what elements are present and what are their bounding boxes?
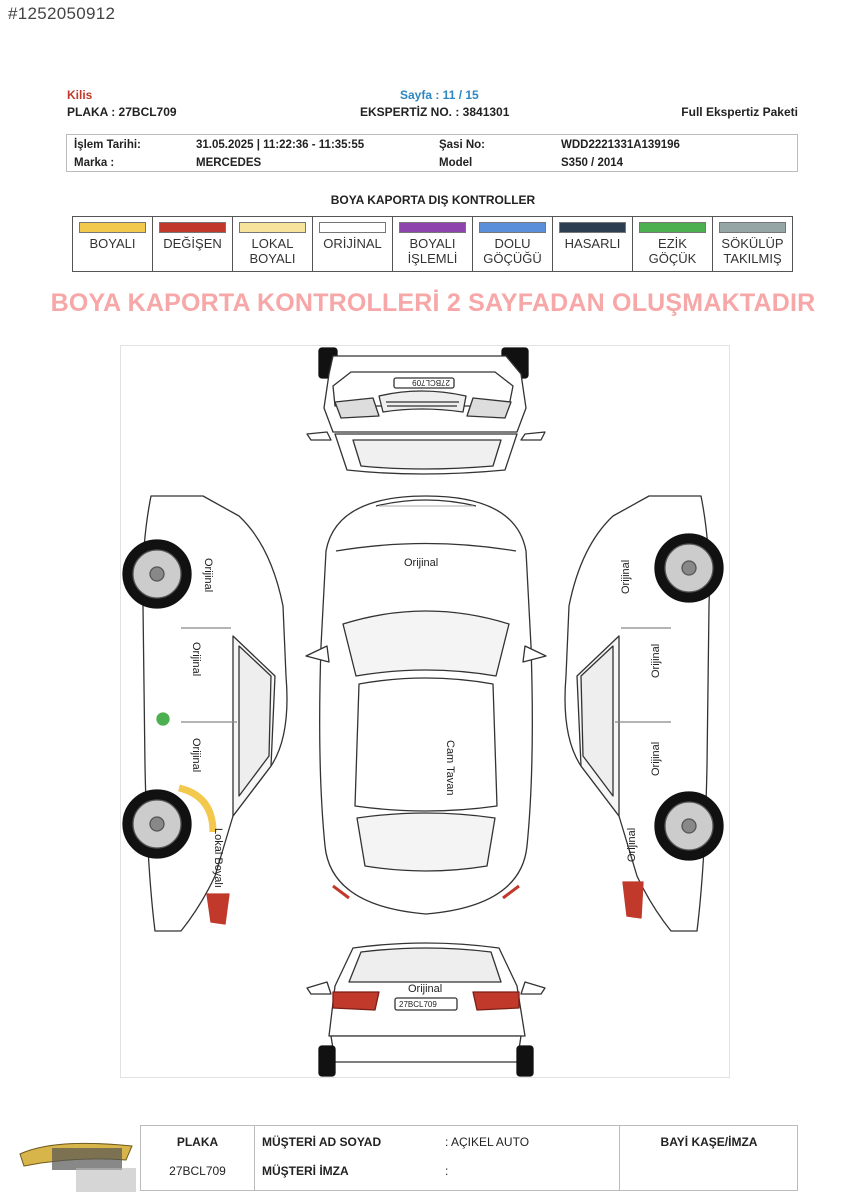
package-name: Full Ekspertiz Paketi: [681, 105, 798, 119]
section-title: BOYA KAPORTA DIŞ KONTROLLER: [330, 193, 536, 207]
listing-id: #1252050912: [8, 4, 116, 23]
front-plate-text: 27BCL709: [412, 378, 450, 387]
footer-plate-header: PLAKA: [176, 1135, 219, 1149]
legend-swatch: [639, 222, 706, 233]
legend-swatch: [399, 222, 466, 233]
right-rear-door-status: Orijinal: [650, 742, 662, 776]
brand-value: MERCEDES: [196, 157, 262, 169]
dent-marker: [156, 712, 170, 726]
legend-item-hasarli: HASARLI: [553, 217, 633, 271]
customer-signature-value: :: [445, 1164, 449, 1178]
signature-table: PLAKA 27BCL709 MÜŞTERİ AD SOYAD : AÇIKEL…: [140, 1125, 798, 1191]
legend-swatch: [79, 222, 146, 233]
legend-label: DOLU GÖÇÜĞÜ: [483, 236, 542, 266]
roof-status: Cam Tavan: [444, 740, 456, 795]
legend-label: EZİK GÖÇÜK: [648, 236, 697, 266]
legend-label: BOYALI İŞLEMLİ: [407, 236, 458, 266]
legend-item-dolu-gocugu: DOLU GÖÇÜĞÜ: [473, 217, 553, 271]
car-right-side-view: Orijinal Orijinal Orijinal Orijinal: [564, 495, 724, 932]
chassis-label: Şasi No:: [439, 139, 486, 151]
customer-signature-label: MÜŞTERİ İMZA: [262, 1164, 349, 1178]
legend-swatch: [479, 222, 546, 233]
car-diagram-svg: 27BCL709 Orijinal Cam Tavan: [122, 347, 724, 1077]
legend-swatch: [559, 222, 626, 233]
legend-item-lokal-boyali: LOKAL BOYALI: [233, 217, 313, 271]
legend-item-sokulup-takilmis: SÖKÜLÜP TAKILMIŞ: [713, 217, 792, 271]
legend-label: HASARLI: [564, 236, 621, 251]
color-legend: BOYALI DEĞİŞEN LOKAL BOYALI ORİJİNAL BOY…: [72, 216, 793, 272]
vehicle-info-box: İşlem Tarihi: 31.05.2025 | 11:22:36 - 11…: [66, 134, 798, 172]
footer-plate-value: 27BCL709: [169, 1164, 226, 1178]
car-top-view: Orijinal Cam Tavan: [305, 495, 547, 915]
legend-item-degisen: DEĞİŞEN: [153, 217, 233, 271]
brand-label: Marka :: [74, 157, 115, 169]
trunk-status: Orijinal: [408, 983, 442, 995]
left-front-fender-status: Orijinal: [202, 558, 214, 592]
legend-swatch: [719, 222, 786, 233]
left-front-door-status: Orijinal: [190, 642, 202, 676]
chassis-value: WDD2221331A139196: [561, 139, 680, 151]
page-number: Sayfa : 11 / 15: [400, 88, 479, 102]
legend-item-boyali-islemli: BOYALI İŞLEMLİ: [393, 217, 473, 271]
model-label: Model: [439, 157, 473, 169]
right-front-fender-status: Orijinal: [620, 560, 632, 594]
customer-name-value: : AÇIKEL AUTO: [445, 1135, 530, 1149]
model-value: S350 / 2014: [561, 157, 624, 169]
dealer-stamp-label: BAYİ KAŞE/İMZA: [660, 1135, 758, 1149]
rear-plate-text: 27BCL709: [399, 1000, 437, 1009]
legend-label: SÖKÜLÜP TAKILMIŞ: [721, 236, 784, 266]
legend-item-boyali: BOYALI: [73, 217, 153, 271]
plate-header: PLAKA : 27BCL709: [67, 105, 177, 119]
hood-status: Orijinal: [404, 557, 438, 569]
car-damage-diagram: 27BCL709 Orijinal Cam Tavan: [120, 345, 730, 1078]
legend-label: ORİJİNAL: [323, 236, 382, 251]
legend-item-orijinal: ORİJİNAL: [313, 217, 393, 271]
two-page-warning: BOYA KAPORTA KONTROLLERİ 2 SAYFADAN OLUŞ…: [50, 289, 816, 317]
date-label: İşlem Tarihi:: [74, 139, 141, 151]
legend-label: DEĞİŞEN: [163, 236, 222, 251]
legend-swatch: [319, 222, 386, 233]
legend-swatch: [159, 222, 226, 233]
expertise-number: EKSPERTİZ NO. : 3841301: [360, 105, 510, 119]
right-rear-fender-status: Orijinal: [626, 828, 638, 862]
car-rear-view: 27BCL709 Orijinal: [306, 942, 546, 1077]
left-rear-door-status: Orijinal: [190, 738, 202, 772]
left-rear-fender-status: Lokal Boyalı: [212, 828, 224, 888]
car-left-side-view: Orijinal Orijinal Orijinal Lokal Boyalı: [122, 495, 288, 932]
car-front-view: 27BCL709: [306, 347, 546, 475]
right-front-door-status: Orijinal: [650, 644, 662, 678]
dealer-logo-stamp: [14, 1108, 138, 1192]
customer-name-label: MÜŞTERİ AD SOYAD: [262, 1135, 382, 1149]
legend-label: BOYALI: [89, 236, 136, 251]
legend-label: LOKAL BOYALI: [249, 236, 296, 266]
date-value: 31.05.2025 | 11:22:36 - 11:35:55: [196, 139, 365, 151]
city-label: Kilis: [67, 88, 93, 102]
legend-item-ezik-gocuk: EZİK GÖÇÜK: [633, 217, 713, 271]
legend-swatch: [239, 222, 306, 233]
